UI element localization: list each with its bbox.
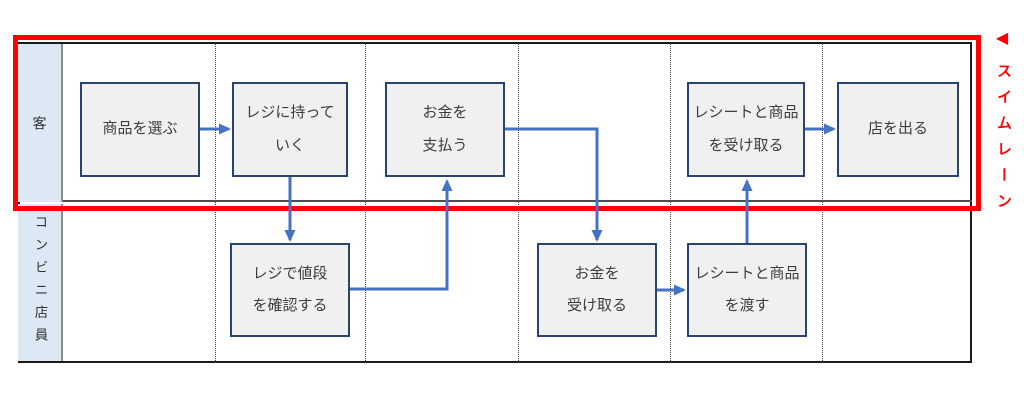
lane-label-customer-text: 客 (31, 116, 48, 130)
swimlane-pointer-icon: ◀ (995, 30, 1009, 47)
node-select-product: 商品を選ぶ (80, 82, 200, 177)
lane-label-clerk-text: コンビニ店員 (32, 215, 48, 350)
node-check-price: レジで値段 を確認する (230, 243, 350, 337)
column-separator (670, 42, 671, 363)
swimlane-annotation-label: スイムレーン (995, 63, 1012, 219)
lane-divider (18, 200, 972, 202)
column-separator (822, 42, 823, 363)
node-receive-money: お金を 受け取る (537, 243, 657, 337)
lane-label-clerk: コンビニ店員 (18, 204, 63, 361)
column-separator (365, 42, 366, 363)
node-hand-receipt-product: レシートと商品 を渡す (687, 243, 807, 337)
node-bring-to-register: レジに持って いく (232, 82, 348, 177)
node-pay-money: お金を 支払う (385, 82, 505, 177)
node-leave-store: 店を出る (837, 82, 959, 177)
column-separator (518, 42, 519, 363)
lane-label-customer: 客 (18, 44, 63, 202)
node-receive-receipt-product: レシートと商品 を受け取る (687, 82, 805, 177)
diagram-table-frame (18, 42, 972, 363)
column-separator (215, 42, 216, 363)
